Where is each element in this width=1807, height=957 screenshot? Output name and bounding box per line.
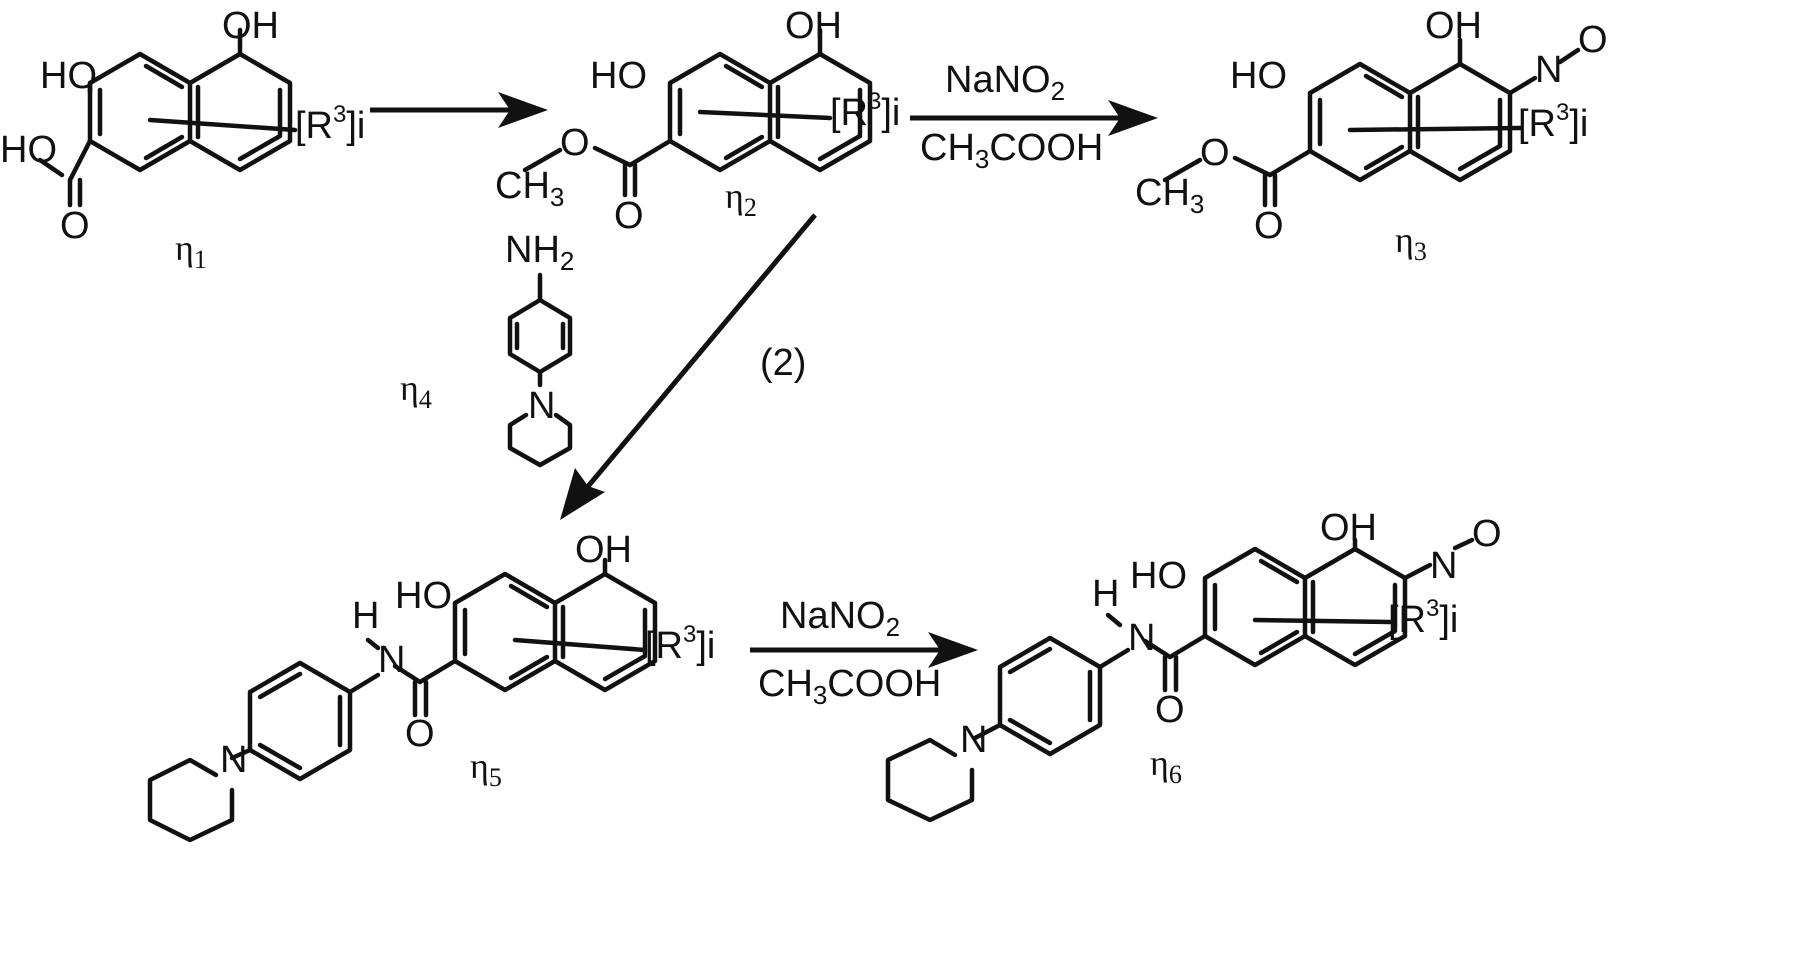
compound-eta6: OH HO N O O N H N η6	[888, 507, 1502, 820]
atom-n: N	[1430, 545, 1457, 587]
atom-o: O	[1578, 19, 1608, 61]
arrow-nitrosation-2: NaNO2 CH3COOH	[750, 595, 978, 710]
label-eta5: η5	[470, 746, 502, 792]
reagent-nano2: NaNO2	[945, 59, 1065, 106]
atom-oh: OH	[785, 5, 842, 47]
label-eta6: η6	[1150, 743, 1182, 789]
atom-ho: HO	[590, 55, 647, 97]
atom-o: O	[1472, 513, 1502, 555]
atom-nh2: NH2	[505, 229, 574, 276]
atom-oh: OH	[1320, 507, 1377, 549]
label-eta2: η2	[725, 176, 757, 222]
step-label: (2)	[760, 342, 806, 384]
atom-oh: OH	[222, 5, 279, 47]
atom-n: N	[1535, 49, 1562, 91]
atom-n: N	[378, 639, 405, 681]
arrow-esterification	[370, 92, 548, 128]
atom-h: H	[352, 595, 379, 637]
atom-ch3: CH3	[1135, 172, 1204, 219]
atom-n: N	[960, 719, 987, 761]
label-eta3: η3	[1395, 220, 1427, 266]
atom-n: N	[1128, 617, 1155, 659]
compound-eta3: OH HO N O O CH3 O η3	[1135, 5, 1608, 266]
atom-o: O	[405, 713, 435, 755]
atom-ho: HO	[1130, 555, 1187, 597]
atom-n: N	[220, 739, 247, 781]
atom-o: O	[560, 122, 590, 164]
compound-eta2: OH HO O CH3 O η2	[495, 5, 900, 237]
atom-n: N	[528, 385, 555, 427]
compound-eta1: OH HO HO O η1	[0, 5, 365, 274]
atom-ho: HO	[40, 55, 97, 97]
arrow-amidation: (2)	[560, 215, 815, 520]
atom-ch3: CH3	[495, 165, 564, 212]
atom-o: O	[1155, 689, 1185, 731]
compound-eta5: OH HO O N H N η5	[150, 529, 715, 840]
reagent-acetic-acid: CH3COOH	[920, 127, 1103, 174]
atom-h: H	[1092, 573, 1119, 615]
atom-ho: HO	[1230, 55, 1287, 97]
reagent-acetic-acid: CH3COOH	[758, 663, 941, 710]
compound-eta4: NH2 N η4	[400, 229, 574, 465]
atom-ho: HO	[395, 575, 452, 617]
label-eta4: η4	[400, 368, 432, 414]
label-eta1: η1	[175, 228, 207, 274]
atom-o: O	[1254, 205, 1284, 247]
atom-o: O	[614, 195, 644, 237]
atom-oh: OH	[1425, 5, 1482, 47]
atom-o: O	[60, 205, 90, 247]
atom-ho: HO	[0, 129, 57, 171]
atom-oh: OH	[575, 529, 632, 571]
reagent-nano2: NaNO2	[780, 595, 900, 642]
atom-o: O	[1200, 132, 1230, 174]
arrow-nitrosation-1: NaNO2 CH3COOH	[910, 59, 1158, 174]
